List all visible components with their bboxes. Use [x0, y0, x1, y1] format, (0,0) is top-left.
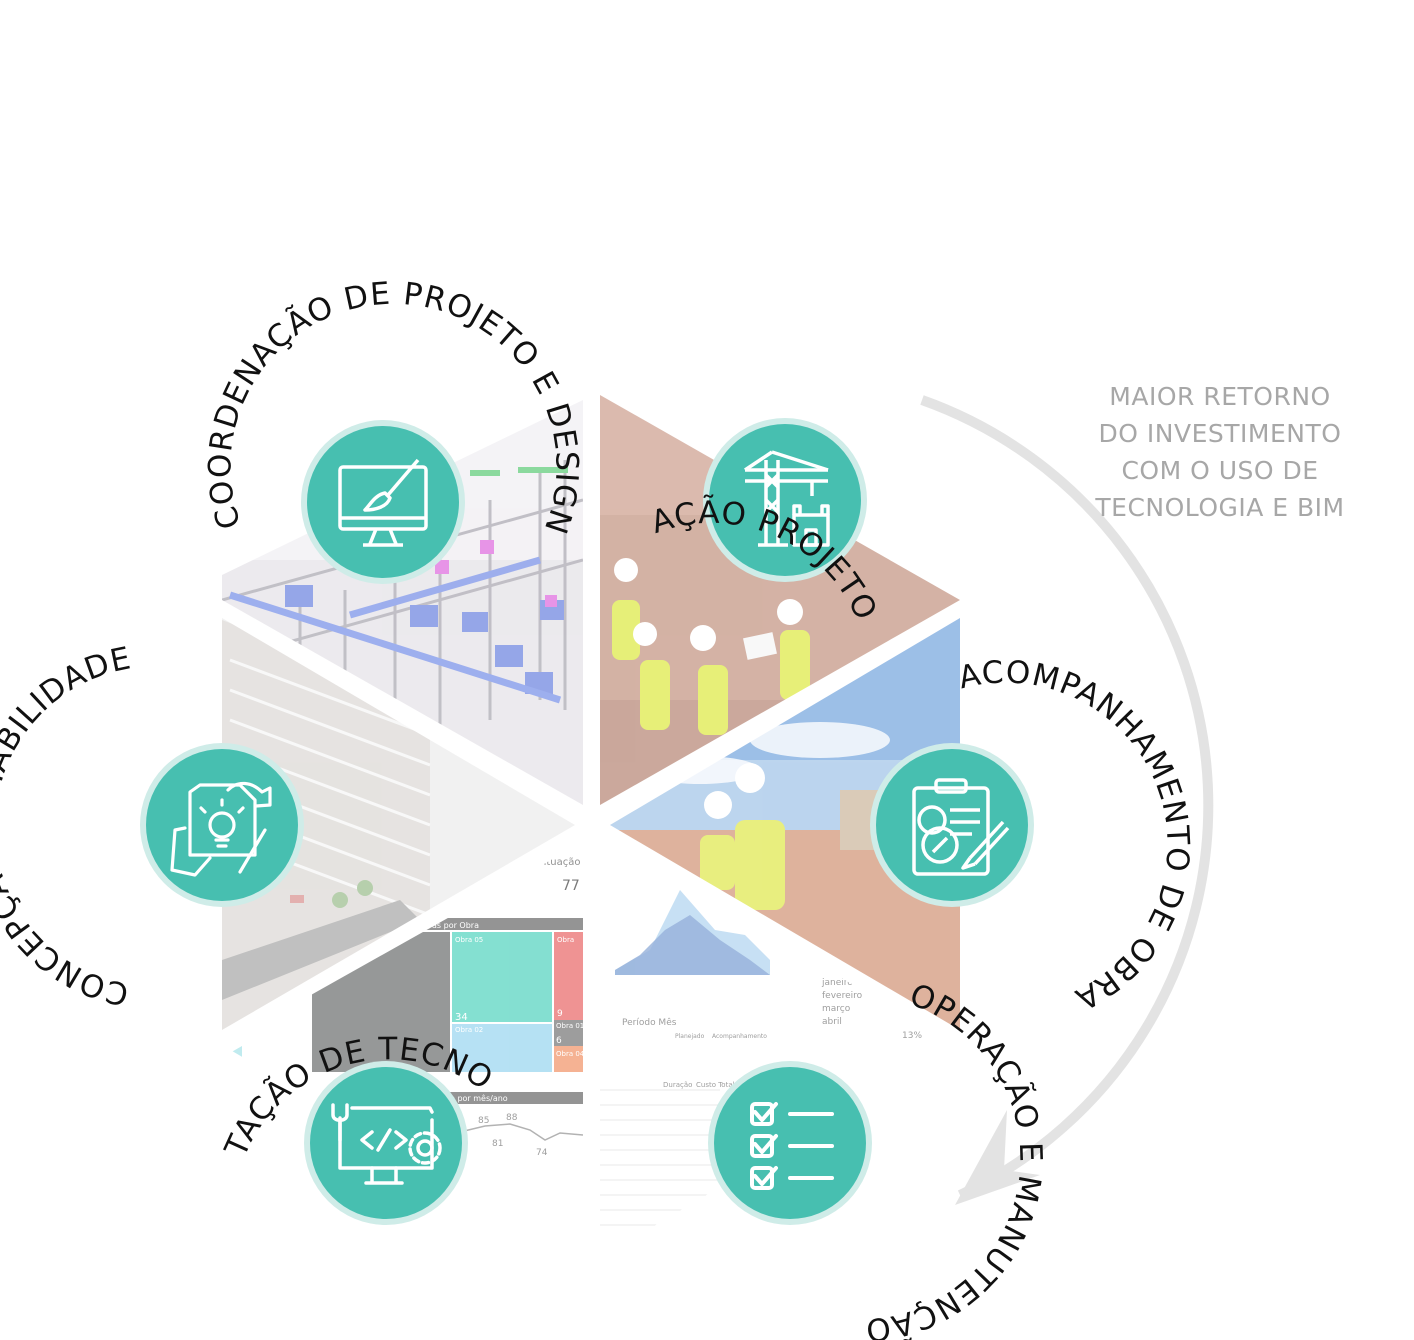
cell-value-obra05: 34 [455, 1012, 468, 1023]
kpi-value: 77 [562, 878, 580, 894]
kpi-title: ntuação [540, 857, 580, 868]
month-1: janeiro [821, 978, 853, 988]
badge-acompanhamento[interactable] [870, 743, 1034, 907]
line-label-4: 74 [536, 1148, 548, 1158]
line-label-1: 85 [478, 1116, 489, 1126]
side-note-line: TECNOLOGIA E BIM [1095, 493, 1345, 522]
badge-coordenacao[interactable] [301, 420, 465, 584]
cell-label-obra04: Obra 04 [556, 1050, 585, 1058]
cell-value-obra01: 6 [556, 1036, 562, 1046]
clipboard-budget-icon [912, 778, 1010, 876]
legend-acompanhamento: Acompanhamento [712, 1033, 767, 1040]
line-label-3: 81 [492, 1139, 503, 1149]
cycle-arrow [920, 395, 1214, 1205]
cell-label-obra02: Obra 02 [455, 1026, 483, 1034]
legend-planejado: Planejado [675, 1033, 705, 1040]
label-concepcao: CONCEPÇÃO E VIABILIDADE [0, 640, 134, 1012]
badge-operacao[interactable] [708, 1061, 872, 1225]
idea-handshake-icon [170, 781, 272, 877]
badge-concepcao[interactable] [140, 743, 304, 907]
line-label-2: 88 [506, 1113, 518, 1123]
side-note-line: COM O USO DE [1121, 456, 1319, 485]
badge-implantacao[interactable] [304, 1061, 468, 1225]
cell-label-obra: Obra [557, 936, 574, 944]
side-note-line: MAIOR RETORNO [1109, 382, 1331, 411]
code-monitor-icon [331, 1103, 442, 1185]
tower-crane-icon [744, 450, 830, 547]
cell-value-obra: 9 [557, 1009, 563, 1019]
side-note: MAIOR RETORNO DO INVESTIMENTO COM O USO … [1070, 378, 1370, 526]
monitor-paintbrush-icon [338, 458, 428, 547]
treemap-title: as por Obra [432, 921, 479, 930]
table-header-custo: Custo Total [696, 1081, 735, 1089]
checklist-icon [750, 1102, 834, 1190]
axis-caption: Período Mês [622, 1017, 677, 1028]
month-3: março [822, 1004, 851, 1014]
line-chart-title: o por mês/ano [450, 1093, 508, 1103]
badge-integracao[interactable] [703, 418, 867, 582]
month-2: fevereiro [822, 991, 863, 1001]
table-header-duracao: Duração [663, 1081, 692, 1089]
percent-value: 13% [902, 1031, 922, 1041]
month-4: abril [822, 1017, 842, 1027]
cell-label-obra05: Obra 05 [455, 936, 483, 944]
cell-label-obra01: Obra 01 [556, 1022, 584, 1030]
side-note-line: DO INVESTIMENTO [1098, 419, 1342, 448]
